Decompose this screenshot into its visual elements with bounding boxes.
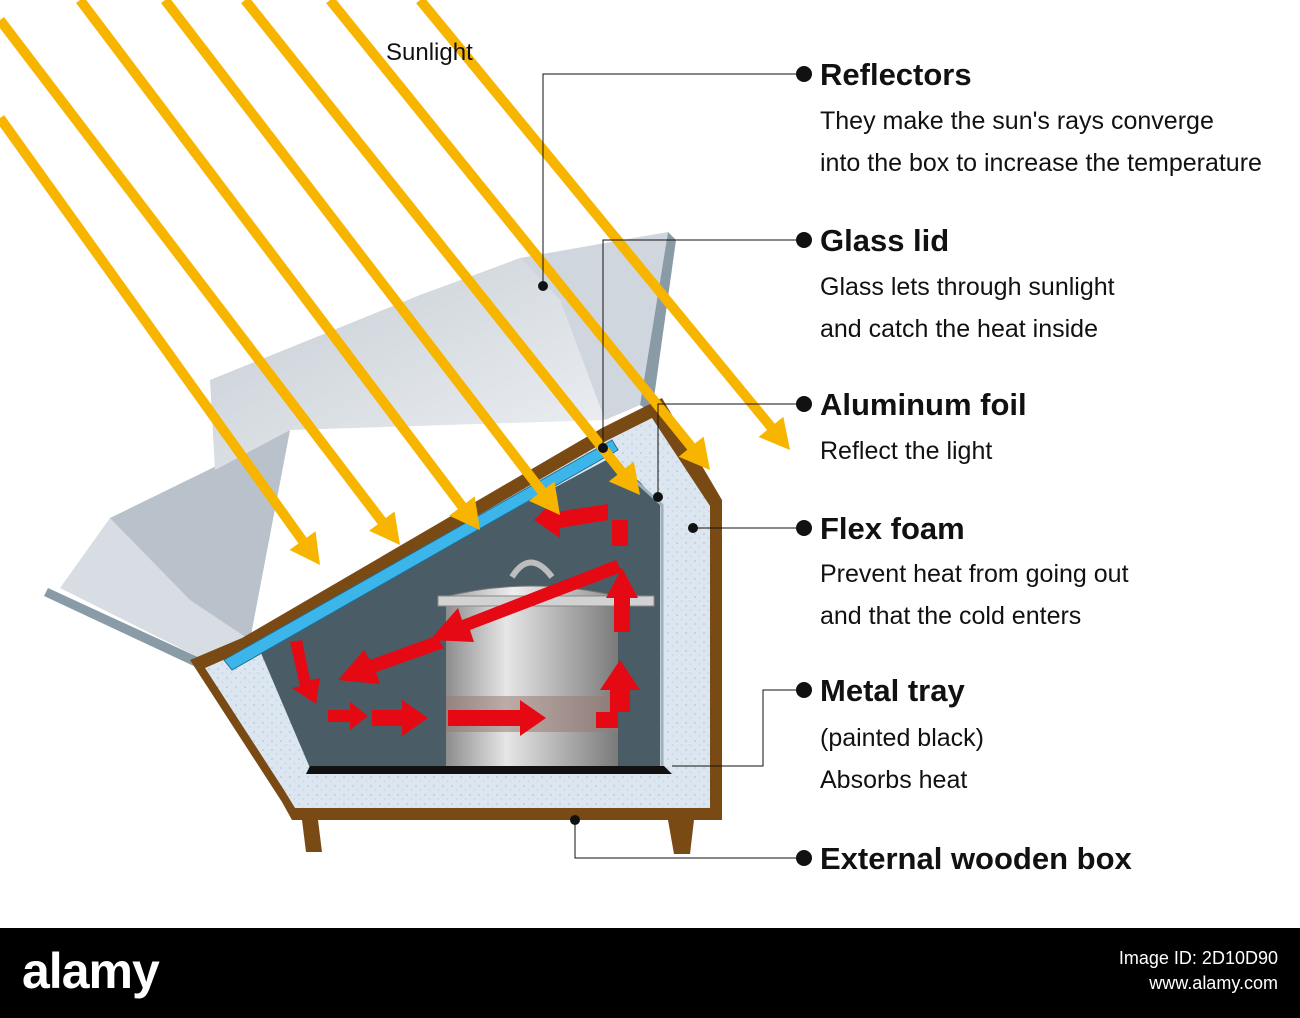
heat-flow-arrows — [290, 500, 640, 736]
leader-wooden-box — [574, 822, 800, 859]
box-leg-right — [668, 820, 694, 854]
sun-ray-arrow-5 — [241, 0, 640, 495]
heat-arrow-5 — [600, 660, 640, 712]
sun-ray-arrow-6 — [326, 0, 710, 470]
solar-cooker-diagram: Sunlight Reflectors They make the sun's … — [0, 0, 1262, 876]
glass-lid — [223, 439, 619, 671]
callout-wooden-box: External wooden box — [796, 841, 1133, 876]
heat-arrow-2 — [372, 700, 428, 736]
callout-title: Reflectors — [820, 57, 972, 92]
callouts: Reflectors They make the sun's rays conv… — [796, 57, 1262, 876]
bullet-icon — [796, 520, 812, 536]
leader-reflectors — [542, 73, 800, 286]
bullet-icon — [796, 396, 812, 412]
heat-arrow-4 — [596, 712, 618, 728]
heat-arrow-7 — [612, 520, 628, 546]
metal-tray — [306, 766, 672, 774]
callout-line: into the box to increase the temperature — [820, 149, 1262, 177]
reflector-left-edge — [44, 588, 200, 668]
heat-arrow-3 — [448, 700, 546, 736]
leader-dots — [538, 281, 698, 825]
pot-handle — [509, 559, 555, 579]
leader-aluminum-foil — [657, 403, 800, 500]
callout-title: External wooden box — [820, 841, 1133, 876]
callout-line: and catch the heat inside — [820, 315, 1098, 343]
callout-title: Metal tray — [820, 673, 965, 708]
sun-ray-arrow-1 — [0, 115, 320, 565]
heat-arrow-1 — [328, 702, 368, 730]
callout-line: They make the sun's rays converge — [820, 107, 1214, 135]
callout-glass-lid: Glass lid Glass lets through sunlight an… — [796, 223, 1115, 343]
bullet-icon — [796, 66, 812, 82]
sun-ray-arrow-2 — [0, 17, 400, 545]
callout-flex-foam: Flex foam Prevent heat from going out an… — [796, 511, 1129, 630]
box-leg-left — [302, 820, 322, 852]
watermark-footer: alamy Image ID: 2D10D90 www.alamy.com — [0, 928, 1300, 1018]
sun-ray-arrow-4 — [161, 0, 560, 515]
reflector-right-edge — [640, 232, 676, 412]
heat-arrow-6 — [606, 568, 638, 632]
image-id: Image ID: 2D10D90 www.alamy.com — [1119, 946, 1278, 996]
callout-aluminum-foil: Aluminum foil Reflect the light — [796, 387, 1027, 465]
alamy-logo: alamy — [22, 943, 160, 999]
sunlight-label: Sunlight — [386, 39, 473, 66]
site-url: www.alamy.com — [1149, 973, 1278, 993]
callout-line: Absorbs heat — [820, 766, 967, 794]
heat-arrow-11 — [290, 640, 320, 704]
callout-metal-tray: Metal tray (painted black) Absorbs heat — [796, 673, 984, 794]
sun-ray-arrow-3 — [76, 0, 480, 530]
callout-title: Aluminum foil — [820, 387, 1027, 422]
callout-line: Prevent heat from going out — [820, 560, 1129, 588]
callout-reflectors: Reflectors They make the sun's rays conv… — [796, 57, 1262, 177]
callout-line: and that the cold enters — [820, 602, 1081, 630]
image-id-text: Image ID: 2D10D90 — [1118, 948, 1278, 968]
callout-title: Flex foam — [820, 511, 965, 546]
leader-lines — [542, 73, 800, 859]
callout-line: Glass lets through sunlight — [820, 273, 1115, 301]
bullet-icon — [796, 850, 812, 866]
bullet-icon — [796, 232, 812, 248]
heat-arrow-9 — [430, 560, 622, 642]
callout-line: Reflect the light — [820, 437, 992, 465]
callout-title: Glass lid — [820, 223, 949, 258]
leader-glass-lid — [602, 239, 800, 448]
sun-rays — [0, 0, 790, 565]
leader-metal-tray — [672, 689, 800, 767]
heat-arrow-10 — [338, 636, 444, 684]
reflector-left-inner — [110, 430, 290, 640]
callout-line: (painted black) — [820, 724, 984, 752]
bullet-icon — [796, 682, 812, 698]
sun-ray-arrow-7 — [416, 0, 790, 450]
